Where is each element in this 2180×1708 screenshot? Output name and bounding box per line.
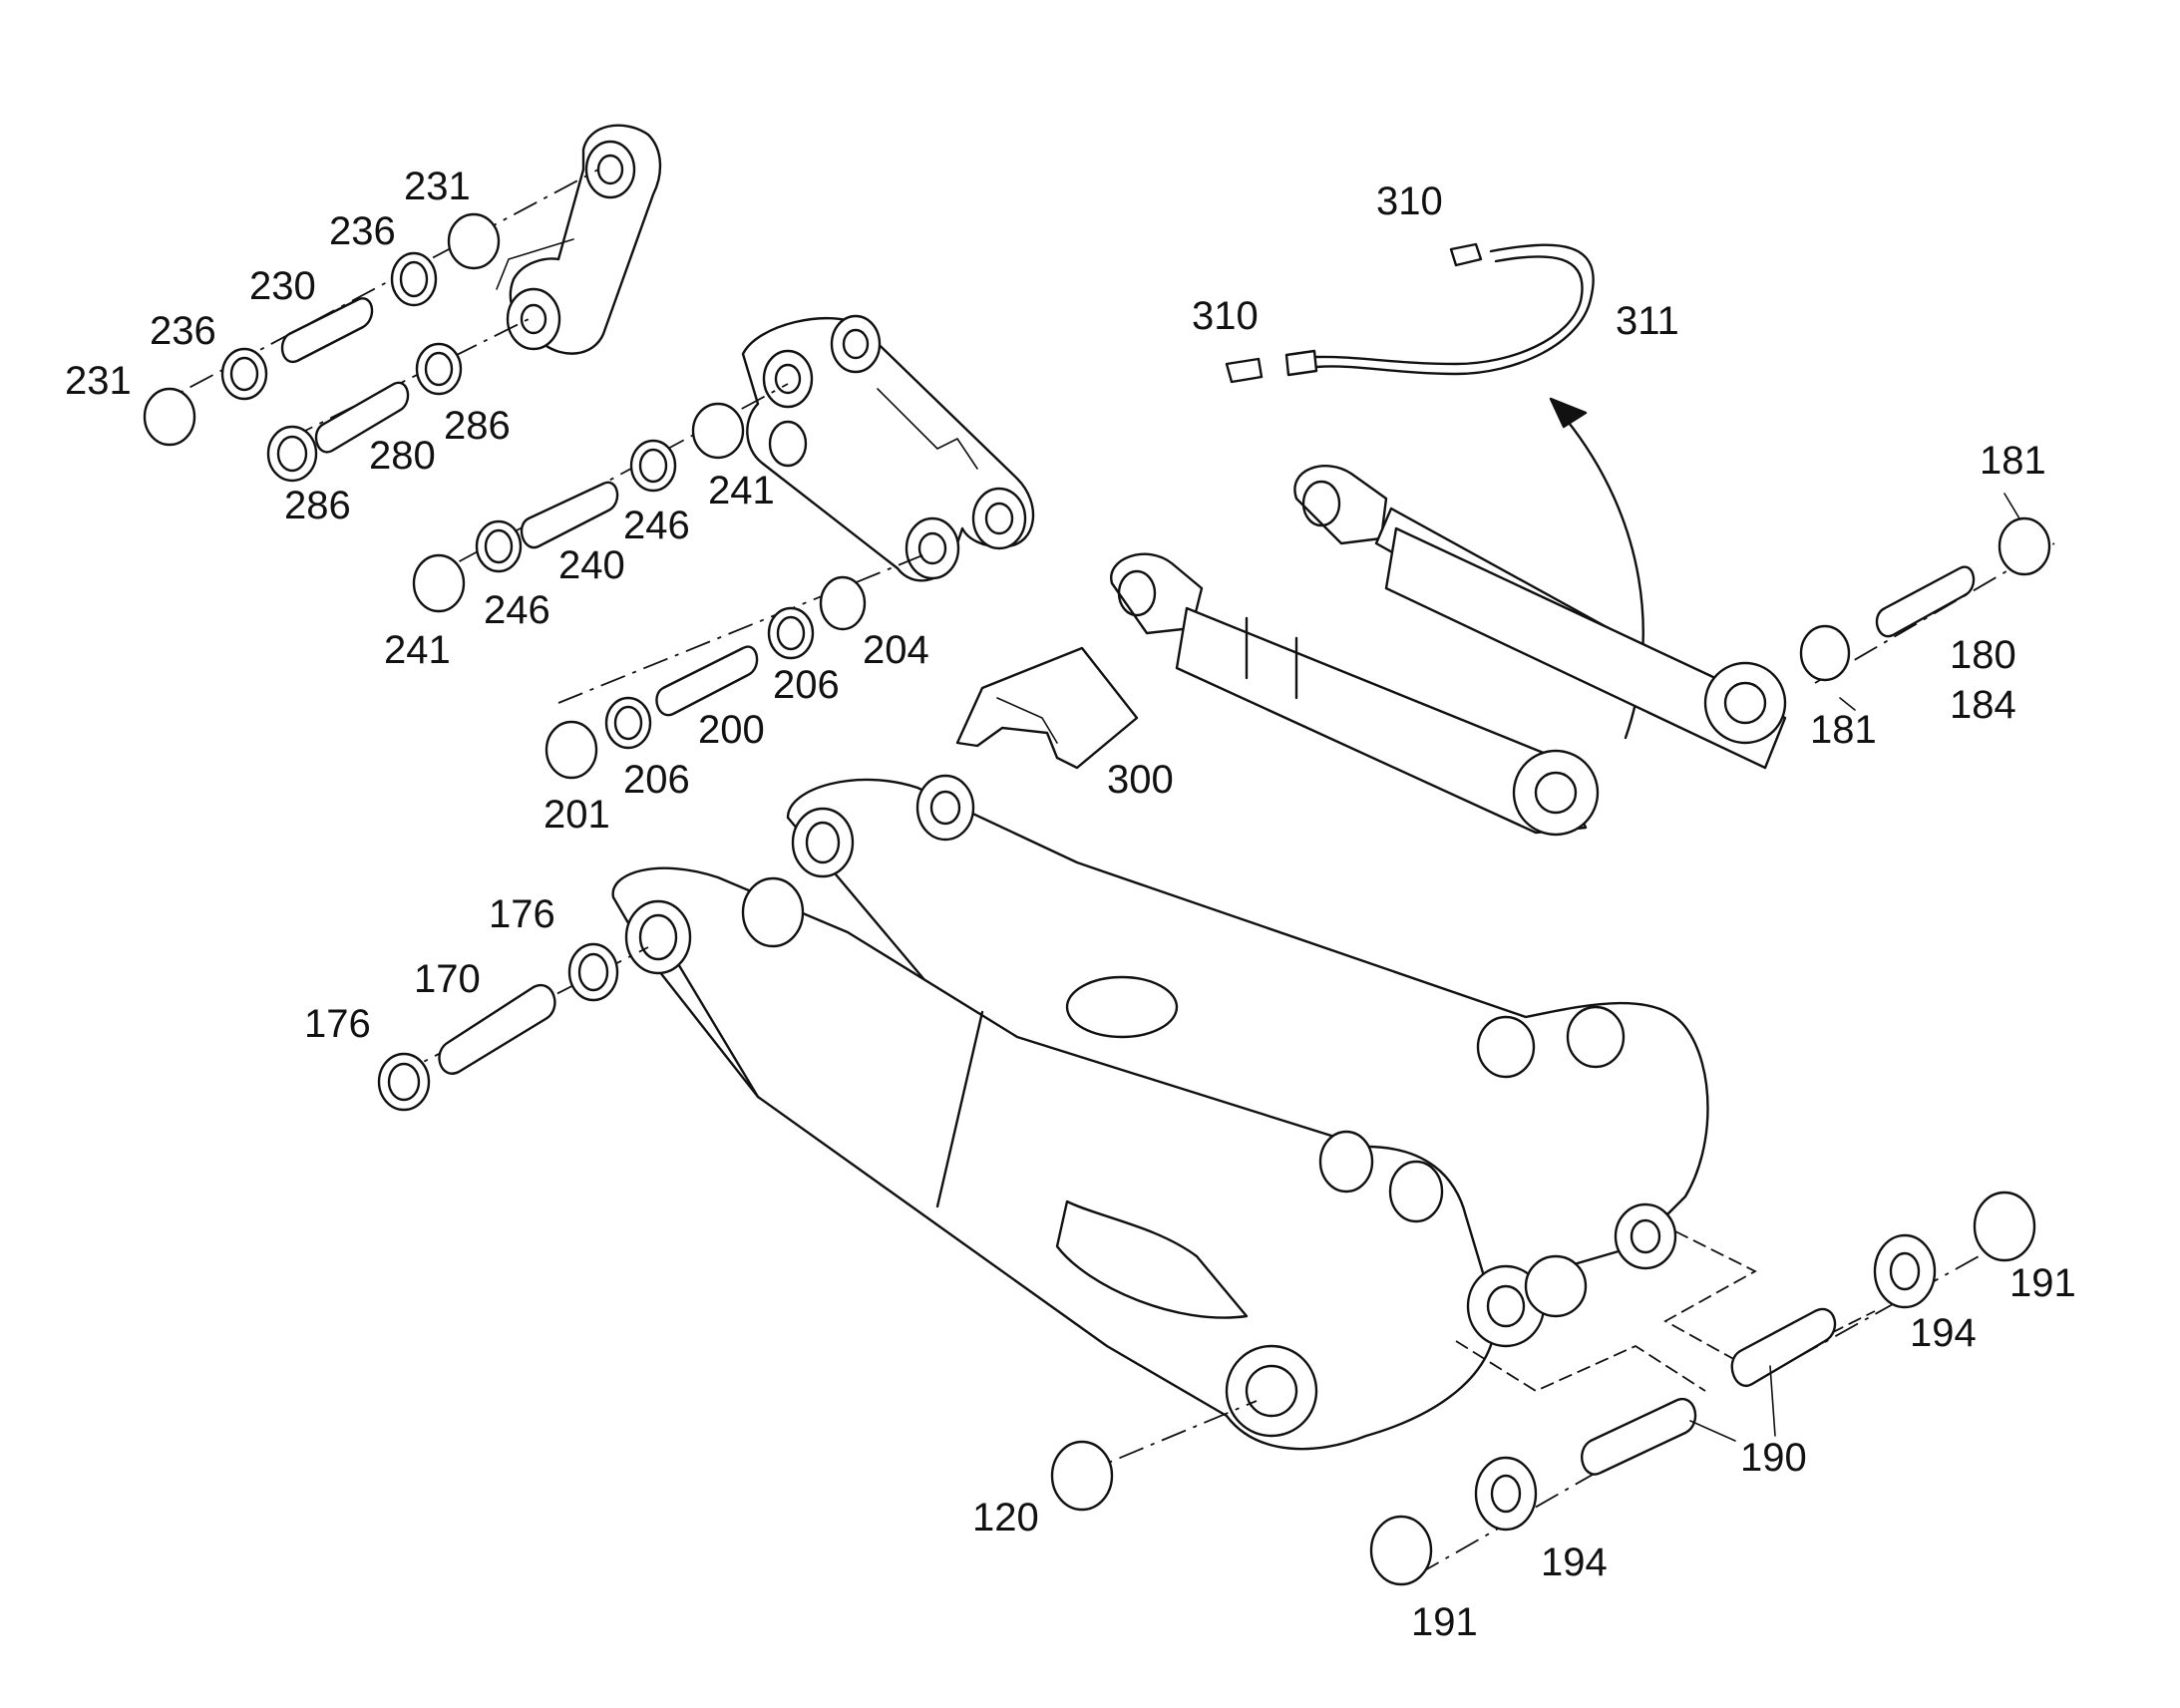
callout-286: 286 bbox=[444, 404, 511, 448]
hose-311 bbox=[1314, 243, 1595, 376]
callout-194: 194 bbox=[1541, 1540, 1608, 1584]
seal-236-upper-right bbox=[390, 251, 438, 307]
callout-246: 246 bbox=[484, 588, 550, 632]
seal-176-left bbox=[377, 1052, 431, 1112]
boom-body-right bbox=[786, 778, 1709, 1318]
seal-206-lower bbox=[604, 696, 652, 750]
seal-236-upper-left bbox=[220, 347, 268, 401]
cover-plate-300 bbox=[955, 646, 1139, 770]
cap-181-left bbox=[1799, 624, 1851, 682]
cap-181-right bbox=[1998, 516, 2051, 576]
pin-230 bbox=[280, 297, 374, 364]
callout-310: 310 bbox=[1376, 179, 1443, 223]
cap-191-left bbox=[1369, 1515, 1433, 1586]
cap-241-lower bbox=[412, 553, 466, 613]
pin-170 bbox=[438, 983, 556, 1075]
cap-204 bbox=[819, 575, 867, 631]
callout-241: 241 bbox=[708, 469, 775, 512]
pin-240 bbox=[520, 481, 619, 549]
callout-194: 194 bbox=[1910, 1311, 1977, 1355]
cap-201 bbox=[545, 720, 598, 780]
callout-206: 206 bbox=[773, 663, 840, 707]
callout-120: 120 bbox=[972, 1496, 1039, 1539]
callout-311: 311 bbox=[1616, 299, 1679, 343]
cylinder-barrel-upper bbox=[1384, 526, 1787, 770]
pin-190-lower bbox=[1581, 1397, 1697, 1476]
main-boom bbox=[611, 774, 1876, 1451]
cap-120 bbox=[1050, 1440, 1114, 1512]
bushing-194-left bbox=[1474, 1456, 1538, 1532]
pin-200 bbox=[655, 645, 759, 717]
callout-184: 184 bbox=[1950, 683, 2016, 727]
hydraulic-hose-assembly bbox=[1225, 242, 1644, 740]
callout-201: 201 bbox=[544, 793, 610, 837]
bushing-194-right bbox=[1873, 1233, 1937, 1309]
cap-191-right bbox=[1973, 1191, 2036, 1262]
middle-link-assembly bbox=[412, 314, 1035, 780]
seal-246-upper bbox=[629, 439, 677, 493]
callout-190: 190 bbox=[1740, 1436, 1807, 1480]
callout-280: 280 bbox=[369, 434, 436, 478]
callout-231: 231 bbox=[65, 359, 132, 403]
fitting-310-lower bbox=[1225, 357, 1264, 384]
callout-236: 236 bbox=[150, 309, 216, 353]
callout-231: 231 bbox=[404, 165, 471, 208]
callout-176: 176 bbox=[304, 1002, 371, 1046]
middle-link-frame bbox=[741, 316, 1035, 582]
pin-280 bbox=[314, 381, 410, 454]
callout-286: 286 bbox=[284, 484, 351, 527]
callout-180: 180 bbox=[1950, 633, 2016, 677]
callout-230: 230 bbox=[249, 264, 316, 308]
callout-206: 206 bbox=[623, 758, 690, 802]
upper-link-assembly bbox=[143, 124, 662, 483]
cap-241-upper bbox=[691, 402, 745, 460]
callout-300: 300 bbox=[1107, 758, 1174, 802]
callout-200: 200 bbox=[698, 708, 765, 752]
cap-231-upper bbox=[447, 212, 501, 270]
pin-190-upper bbox=[1730, 1307, 1837, 1388]
seal-246-lower bbox=[475, 519, 523, 573]
fitting-310-upper bbox=[1449, 242, 1483, 267]
callout-204: 204 bbox=[863, 628, 929, 672]
hydraulic-cylinders bbox=[1110, 465, 1787, 837]
callout-170: 170 bbox=[414, 957, 481, 1001]
callout-240: 240 bbox=[558, 543, 625, 587]
cap-231-left bbox=[143, 387, 196, 447]
callout-191: 191 bbox=[1411, 1600, 1478, 1644]
callout-241: 241 bbox=[384, 628, 451, 672]
callout-246: 246 bbox=[623, 504, 690, 547]
seal-286-right bbox=[415, 342, 463, 396]
callout-310: 310 bbox=[1192, 294, 1259, 338]
callout-181: 181 bbox=[1980, 439, 2046, 483]
callout-181: 181 bbox=[1810, 708, 1877, 752]
pin-180 bbox=[1875, 565, 1976, 638]
seal-176-right bbox=[567, 942, 619, 1002]
callout-236: 236 bbox=[329, 209, 396, 253]
seal-206-upper bbox=[767, 606, 815, 660]
callout-191: 191 bbox=[2009, 1261, 2076, 1305]
seal-286-left bbox=[266, 425, 318, 483]
callout-176: 176 bbox=[489, 892, 555, 936]
